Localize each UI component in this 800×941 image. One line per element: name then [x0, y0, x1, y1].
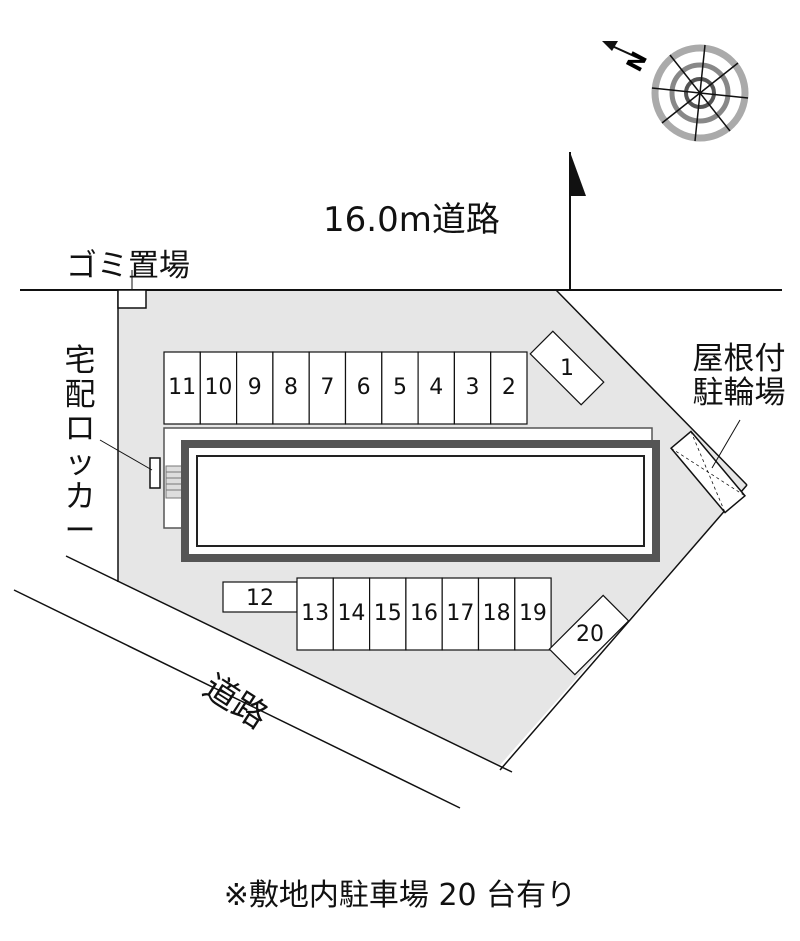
north-flag [570, 152, 586, 196]
compass-icon [602, 41, 749, 142]
side-road-edge-upper [65, 555, 513, 773]
parking-stall-15 [369, 577, 407, 651]
stall-label-20: 20 [576, 622, 604, 647]
parking-stall-7 [308, 351, 347, 425]
stall-label-19: 19 [518, 601, 547, 626]
bike-leader [711, 419, 741, 469]
entry-steps [165, 465, 183, 499]
parking-footnote: ※敷地内駐車場 20 台有り [223, 878, 577, 913]
parking-stall-11 [163, 351, 201, 425]
stall-label-7: 7 [320, 375, 335, 400]
stall-label-6: 6 [356, 375, 371, 400]
stall-label-11: 11 [168, 375, 197, 400]
delivery-locker-label: 宅配ロッカー [64, 343, 96, 549]
bike-parking-box [669, 430, 747, 514]
bike-parking-label: 屋根付駐輪場 [692, 341, 786, 411]
parking-stall-3 [453, 351, 492, 425]
site-boundary-right [555, 289, 748, 486]
stall-label-17: 17 [446, 601, 475, 626]
stall-label-9: 9 [247, 375, 262, 400]
parking-stall-17 [441, 577, 480, 651]
parking-stall-5 [381, 351, 419, 425]
stall-label-10: 10 [204, 375, 233, 400]
stall-label-4: 4 [429, 375, 444, 400]
parking-stall-13 [296, 577, 334, 651]
parking-stall-16 [405, 577, 443, 651]
parking-stall-18 [477, 577, 516, 651]
parking-stall-2 [490, 351, 528, 425]
stall-label-18: 18 [482, 601, 511, 626]
stall-label-12: 12 [246, 586, 274, 611]
parking-stall-1 [529, 330, 605, 406]
stall-label-14: 14 [337, 601, 366, 626]
site-boundary-lower-right [499, 484, 748, 771]
garbage-area-label: ゴミ置場 [66, 248, 190, 284]
stall-label-1: 1 [560, 356, 574, 381]
stall-label-13: 13 [301, 601, 330, 626]
parking-stall-14 [332, 577, 371, 651]
stall-label-15: 15 [373, 601, 402, 626]
stall-label-16: 16 [410, 601, 439, 626]
main-road-label: 16.0m道路 [323, 200, 500, 240]
parking-stall-9 [236, 351, 274, 425]
parking-stall-19 [514, 577, 552, 651]
side-road-edge-lower [13, 589, 461, 809]
top-row-stalls [163, 351, 528, 425]
stall-label-8: 8 [284, 375, 299, 400]
locker-leader [99, 439, 153, 471]
delivery-locker-box [149, 457, 161, 489]
stall-label-3: 3 [465, 375, 480, 400]
stall-label-2: 2 [501, 375, 516, 400]
stall-label-5: 5 [392, 375, 407, 400]
parking-stall-20 [548, 594, 630, 676]
garbage-box [117, 289, 147, 309]
bottom-row-stalls [296, 577, 552, 651]
parking-stall-4 [417, 351, 456, 425]
